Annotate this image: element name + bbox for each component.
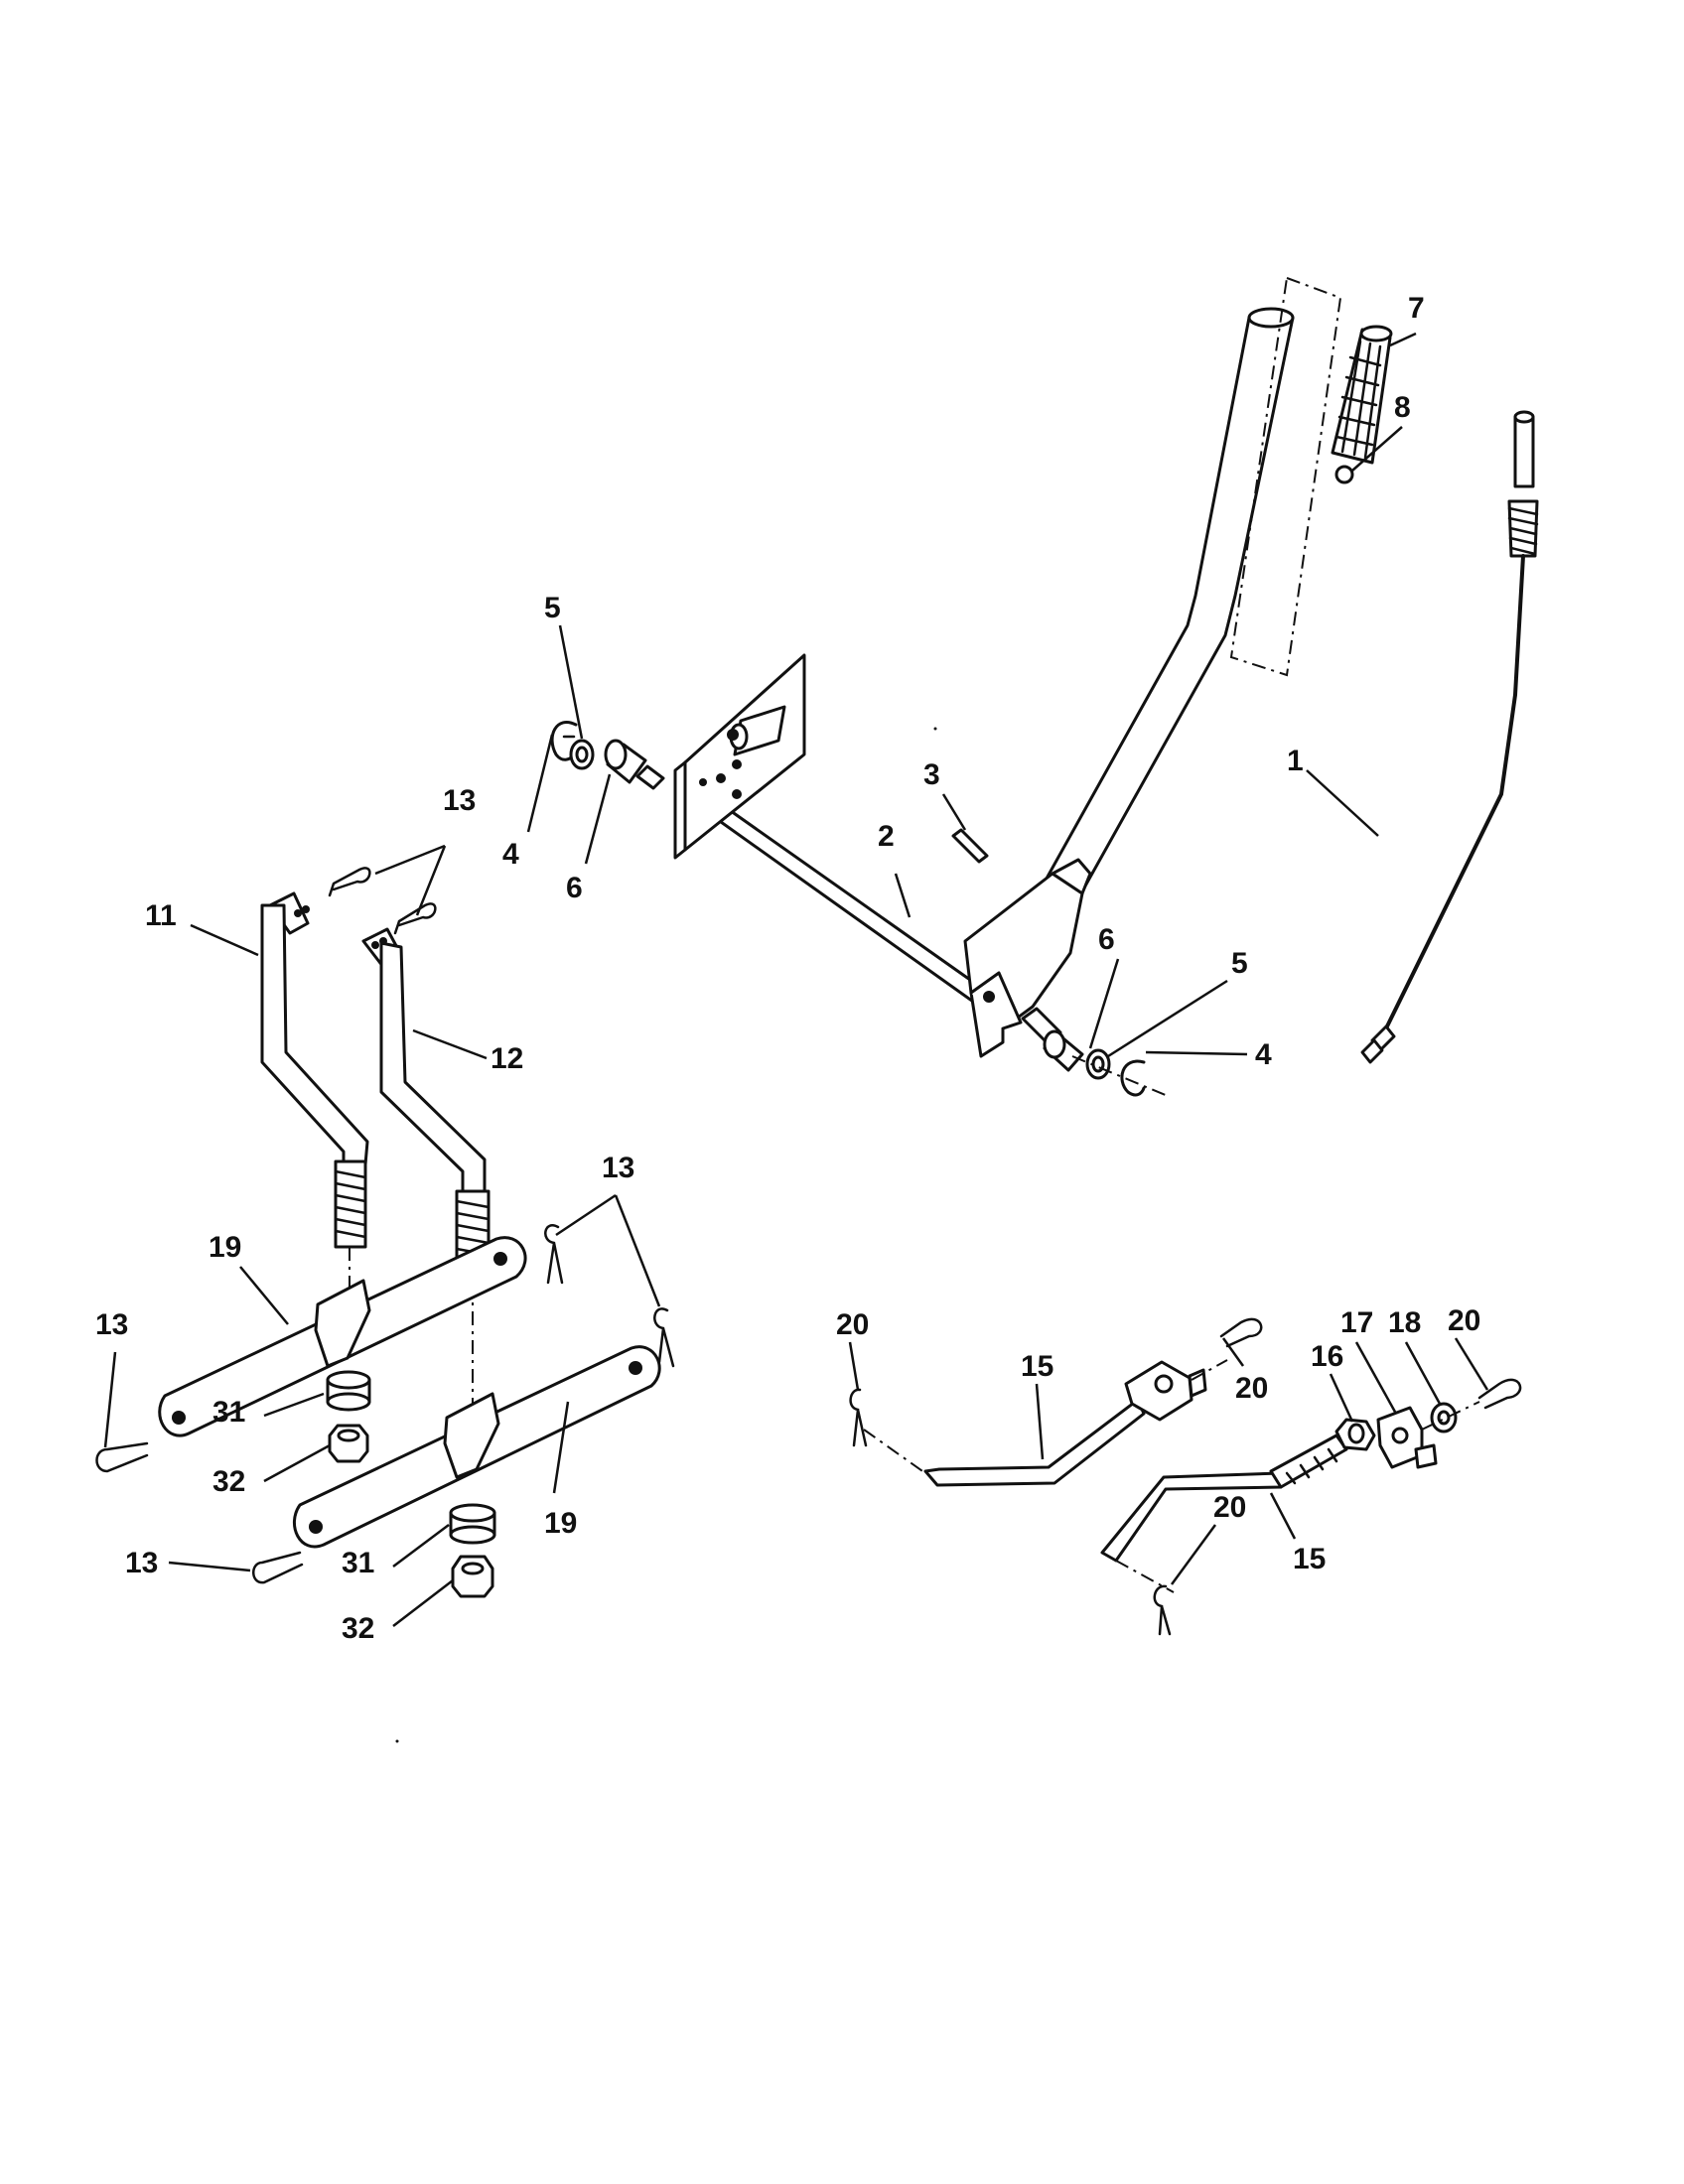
callout-13-top: 13: [443, 784, 476, 817]
lift-handle-arm: [1031, 307, 1295, 925]
callout-20-d: 20: [1213, 1491, 1246, 1524]
left-bushing: [604, 739, 647, 784]
shaft-key: [951, 828, 989, 864]
callout-32-lower: 32: [342, 1612, 374, 1645]
callout-6-left: 6: [566, 872, 583, 904]
axis-line-right: [1071, 1055, 1169, 1097]
hairpin-clip-upper-a: [328, 867, 371, 897]
hairpin-clip-arm-c: [95, 1441, 149, 1473]
callout-4-left: 4: [502, 838, 519, 871]
axis-line-rod-upper: [863, 1429, 926, 1474]
adjust-nut: [1334, 1418, 1376, 1451]
callout-6-right: 6: [1098, 923, 1115, 956]
lift-arm-lower: [292, 1345, 661, 1549]
lift-link-12: [361, 927, 491, 1285]
callout-17: 17: [1340, 1306, 1373, 1339]
callout-13-mid: 13: [602, 1152, 634, 1184]
callout-13-left: 13: [95, 1308, 128, 1341]
right-retaining-clip: [1120, 1059, 1146, 1097]
callout-4-right: 4: [1255, 1038, 1272, 1071]
right-washer: [1085, 1048, 1111, 1080]
hairpin-clip-arm-d: [252, 1551, 304, 1584]
left-washer: [569, 739, 595, 770]
handle-grip: [1331, 325, 1393, 465]
left-pin: [635, 764, 665, 790]
callout-2: 2: [878, 820, 895, 853]
scan-speck: [395, 1739, 399, 1743]
callout-16: 16: [1311, 1340, 1343, 1373]
lift-shaft: [682, 792, 999, 1011]
callout-12: 12: [491, 1042, 523, 1075]
axis-line-rod-block: [1191, 1359, 1228, 1381]
callout-11: 11: [145, 899, 177, 932]
nut-lower: [451, 1555, 494, 1598]
callout-20-b: 20: [1235, 1372, 1268, 1405]
adjust-block-upper: [1124, 1360, 1207, 1422]
callout-32-upper: 32: [212, 1465, 245, 1498]
axis-line-trunnion: [1421, 1401, 1480, 1431]
hairpin-clip-20-c: [1477, 1378, 1522, 1410]
hairpin-clip-20-a: [849, 1388, 868, 1447]
callout-31-upper: 31: [212, 1396, 245, 1429]
callout-3: 3: [923, 758, 940, 791]
hairpin-clip-arm-a: [544, 1224, 564, 1285]
callout-20-c: 20: [1448, 1304, 1480, 1337]
lift-link-11: [260, 891, 369, 1249]
callout-labels: 1 2 3 4 4 5 5 6 6 7 8 11 12 13 13 13 13 …: [95, 292, 1480, 1645]
callout-19-lower: 19: [544, 1507, 577, 1540]
grip-ball: [1334, 465, 1354, 484]
scan-speck: [933, 727, 937, 731]
callout-18: 18: [1388, 1306, 1421, 1339]
spacer-upper: [326, 1370, 371, 1412]
callout-5-right: 5: [1231, 947, 1248, 980]
callout-7: 7: [1408, 292, 1425, 325]
grip-outline: [1229, 276, 1342, 677]
callout-20-a: 20: [836, 1308, 869, 1341]
callout-15-lower: 15: [1293, 1543, 1326, 1575]
callout-1: 1: [1287, 745, 1304, 777]
callout-8: 8: [1394, 391, 1411, 424]
hairpin-clip-arm-b: [653, 1307, 675, 1368]
lift-arm-upper: [158, 1236, 527, 1437]
hairpin-clip-20-b: [1219, 1317, 1263, 1348]
spacer-lower: [449, 1503, 496, 1545]
trunnion-washer: [1430, 1402, 1458, 1433]
nut-upper: [328, 1424, 369, 1463]
callout-13-bottom: 13: [125, 1547, 158, 1579]
mounting-plate: [673, 653, 806, 860]
callout-19-upper: 19: [209, 1231, 241, 1264]
trunnion-block: [1376, 1406, 1438, 1469]
callout-31-lower: 31: [342, 1547, 374, 1579]
leader-lines: [103, 332, 1489, 1627]
axis-line-rod-lower: [1115, 1560, 1175, 1593]
hairpin-clip-upper-b: [393, 902, 437, 935]
callout-15-upper: 15: [1021, 1350, 1053, 1383]
shaft-bracket: [963, 858, 1092, 1058]
left-retaining-clip: [550, 721, 578, 761]
lift-cable: [1360, 410, 1539, 1064]
hairpin-clip-20-d: [1153, 1584, 1172, 1636]
right-bushing: [1043, 1029, 1084, 1072]
callout-5-left: 5: [544, 592, 561, 624]
adjust-rod-lower: [1100, 1433, 1348, 1563]
